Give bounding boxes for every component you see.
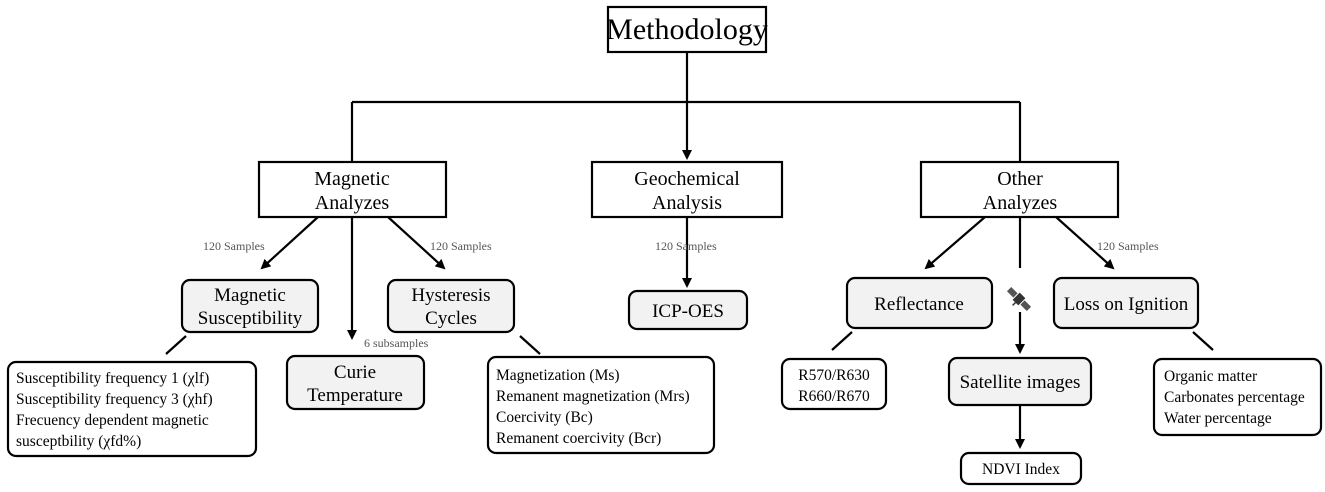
hysteresis-result-1: Magnetization (Ms) xyxy=(496,367,620,384)
other-line1: Other xyxy=(997,168,1043,190)
magnetic-susceptibility-node: Magnetic Susceptibility xyxy=(180,278,320,334)
label-hysteresis-samples: 120 Samples xyxy=(430,239,492,253)
other-line2: Analyzes xyxy=(983,192,1058,214)
hysteresis-result-4: Remanent coercivity (Bcr) xyxy=(496,430,661,447)
curie-line2: Temperature xyxy=(307,385,403,406)
hysteresis-line1: Hysteresis xyxy=(411,285,490,306)
methodology-node: Methodology xyxy=(606,5,768,54)
loss-on-ignition-node: Loss on Ignition xyxy=(1052,276,1200,330)
magnetic-line1: Magnetic xyxy=(314,168,390,190)
reflectance-results-box: R570/R630 R660/R670 xyxy=(780,357,888,411)
loi-label: Loss on Ignition xyxy=(1064,294,1189,315)
satellite-icon xyxy=(1006,286,1032,312)
susceptibility-line2: Susceptibility xyxy=(198,308,303,329)
other-analyzes-node: Other Analyzes xyxy=(919,160,1120,219)
hysteresis-results-box: Magnetization (Ms) Remanent magnetizatio… xyxy=(486,355,716,455)
reflectance-result-1: R570/R630 xyxy=(798,367,870,384)
curie-line1: Curie xyxy=(334,362,376,383)
magnetic-line2: Analyzes xyxy=(315,192,390,214)
curie-temperature-node: Curie Temperature xyxy=(285,354,426,411)
susceptibility-result-3: Frecuency dependent magnetic xyxy=(16,412,209,429)
ndvi-index-box: NDVI Index xyxy=(959,451,1083,486)
susceptibility-result-4: susceptbility (χfd%) xyxy=(16,433,141,450)
label-icp-samples: 120 Samples xyxy=(655,239,717,253)
satellite-label: Satellite images xyxy=(960,372,1081,393)
connector-reflectance-results xyxy=(831,331,853,351)
reflectance-node: Reflectance xyxy=(845,276,994,330)
loi-result-1: Organic matter xyxy=(1164,368,1258,385)
magnetic-analyzes-node: Magnetic Analyzes xyxy=(257,160,448,219)
arrow-to-susceptibility xyxy=(260,216,319,270)
connector-loi-results xyxy=(1192,331,1214,351)
icp-label: ICP-OES xyxy=(652,301,724,322)
icp-oes-node: ICP-OES xyxy=(627,289,749,331)
reflectance-result-2: R660/R670 xyxy=(798,388,870,405)
loi-results-box: Organic matter Carbonates percentage Wat… xyxy=(1152,357,1323,437)
label-curie-subsamples: 6 subsamples xyxy=(364,336,429,350)
geochemical-analysis-node: Geochemical Analysis xyxy=(590,160,784,219)
hysteresis-line2: Cycles xyxy=(425,308,477,329)
label-loi-samples: 120 Samples xyxy=(1097,239,1159,253)
label-susceptibility-samples: 120 Samples xyxy=(203,239,265,253)
connector-hysteresis-results xyxy=(519,335,541,355)
susceptibility-result-2: Susceptibility frequency 3 (χhf) xyxy=(16,391,213,408)
methodology-title: Methodology xyxy=(606,13,768,46)
susceptibility-line1: Magnetic xyxy=(214,285,286,306)
hysteresis-result-2: Remanent magnetization (Mrs) xyxy=(496,388,690,405)
loi-result-3: Water percentage xyxy=(1164,410,1272,427)
arrow-to-hysteresis xyxy=(387,216,446,270)
hysteresis-result-3: Coercivity (Bc) xyxy=(496,409,593,426)
geochemical-line1: Geochemical xyxy=(634,168,740,190)
hysteresis-cycles-node: Hysteresis Cycles xyxy=(386,278,516,334)
arrow-to-reflectance xyxy=(924,216,986,270)
connector-susceptibility-results xyxy=(165,335,187,355)
arrow-to-loi xyxy=(1055,216,1115,270)
loi-result-2: Carbonates percentage xyxy=(1164,389,1305,406)
satellite-images-node: Satellite images xyxy=(947,356,1093,407)
reflectance-label: Reflectance xyxy=(874,294,964,315)
susceptibility-result-1: Susceptibility frequency 1 (χlf) xyxy=(16,370,209,387)
susceptibility-results-box: Susceptibility frequency 1 (χlf) Suscept… xyxy=(6,360,258,458)
geochemical-line2: Analysis xyxy=(652,192,722,214)
ndvi-label: NDVI Index xyxy=(982,461,1060,478)
